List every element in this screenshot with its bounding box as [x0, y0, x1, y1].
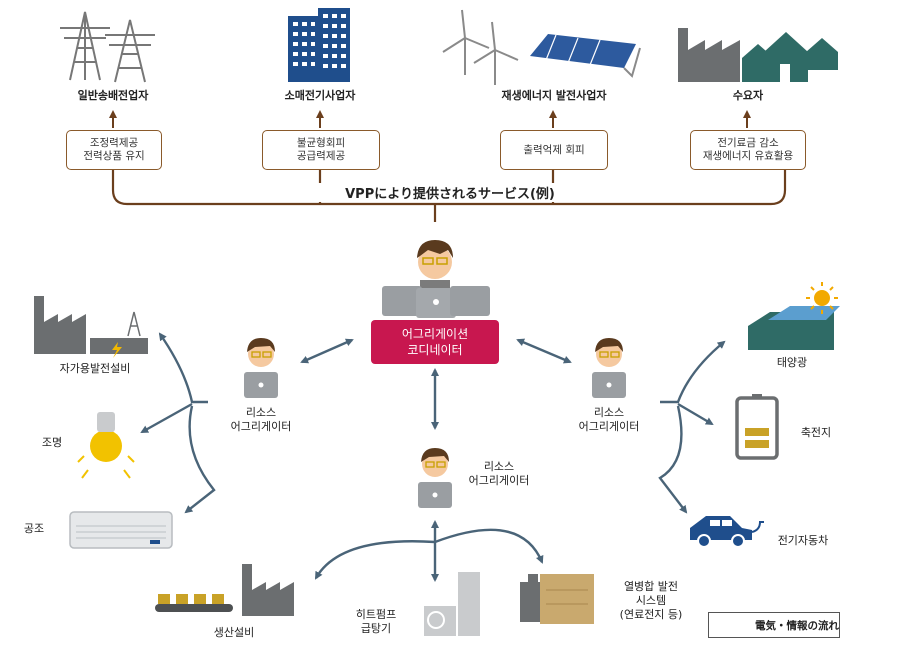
service-line: 공급력제공 — [296, 150, 346, 162]
resource-label-private-generator: 자가용발전설비 — [59, 362, 131, 375]
right-aggregator-person-icon — [592, 338, 626, 398]
factory-icon — [678, 28, 740, 82]
resource-label-battery: 축전지 — [800, 426, 832, 439]
heat-pump-icon — [424, 572, 480, 636]
service-line: 조정력제공 — [89, 137, 139, 149]
solar-house-icon — [748, 282, 840, 350]
light-bulb-icon — [77, 412, 135, 479]
private-generator-icon — [34, 296, 148, 358]
coordination-arrows — [300, 338, 572, 430]
resource-label-cogeneration: 열병합 발전 시스템 (연료전지 등) — [610, 580, 692, 622]
aggregator-line: 어그리게이터 — [230, 420, 292, 433]
heatpump-line: 히트펌프 — [355, 608, 397, 621]
aggregator-line: 리소스 — [483, 460, 515, 473]
house-icon — [742, 32, 838, 82]
service-line: 불균형회피 — [296, 137, 346, 149]
aggregator-line: 어그리게이터 — [468, 474, 530, 487]
cogeneration-line: 열병합 발전 — [623, 580, 679, 593]
service-line: 재생에너지 유효활용 — [702, 150, 794, 162]
cogeneration-line: (연료전지 등) — [619, 608, 683, 621]
legend-box: 電気・情報の流れ — [708, 612, 840, 638]
coordinator-line: 코디네이터 — [407, 343, 463, 357]
service-line: 출력억제 회피 — [523, 143, 585, 156]
resource-label-ev: 전기자동차 — [777, 534, 829, 547]
target-label-retailer: 소매전기사업자 — [284, 89, 356, 102]
legend-label: 電気・情報の流れ — [755, 619, 839, 632]
aggregator-line: 어그리게이터 — [578, 420, 640, 433]
cogeneration-icon — [520, 574, 594, 624]
bottom-resource-arrows — [314, 520, 544, 582]
electric-car-icon — [690, 516, 764, 548]
resource-label-lighting: 조명 — [41, 436, 63, 449]
battery-icon — [735, 394, 779, 460]
coordinator-line: 어그리게이션 — [401, 327, 469, 341]
service-box-renewable: 출력억제 회피 — [500, 130, 608, 170]
air-conditioner-icon — [69, 511, 173, 549]
aggregator-line: 리소스 — [593, 406, 625, 419]
service-line: 전기료금 감소 — [717, 137, 779, 149]
left-aggregator-label: 리소스 어그리게이터 — [218, 406, 304, 434]
aggregation-coordinator-box: 어그리게이션 코디네이터 — [371, 320, 499, 364]
left-aggregator-person-icon — [244, 338, 278, 398]
production-facility-icon — [155, 564, 294, 616]
transmission-tower-icon — [60, 11, 155, 83]
right-aggregator-label: 리소스 어그리게이터 — [566, 406, 652, 434]
resource-label-hvac: 공조 — [23, 522, 45, 535]
cogeneration-line: 시스템 — [635, 594, 667, 607]
target-label-renewable: 재생에너지 발전사업자 — [501, 89, 607, 102]
target-label-consumer: 수요자 — [732, 89, 764, 102]
resource-label-solar: 태양광 — [776, 356, 808, 369]
vpp-services-title: VPPにより提供されるサービス(例) — [300, 183, 600, 202]
center-aggregator-person-icon — [418, 448, 452, 508]
solar-panel-icon — [530, 34, 641, 78]
left-resource-arrows — [140, 332, 216, 514]
right-resource-arrows — [658, 340, 726, 514]
service-arrows — [109, 110, 751, 128]
aggregator-line: 리소스 — [245, 406, 277, 419]
service-line: 전력상품 유지 — [83, 150, 145, 162]
heatpump-line: 급탕기 — [360, 622, 392, 635]
resource-label-production: 생산설비 — [213, 626, 255, 639]
office-building-icon — [288, 8, 350, 82]
center-aggregator-label: 리소스 어그리게이터 — [456, 460, 542, 488]
service-box-grid: 조정력제공 전력상품 유지 — [66, 130, 162, 170]
coordinator-person-icon — [382, 240, 490, 318]
service-box-consumer: 전기료금 감소 재생에너지 유효활용 — [690, 130, 806, 170]
service-box-retail: 불균형회피 공급력제공 — [262, 130, 380, 170]
resource-label-heatpump: 히트펌프 급탕기 — [344, 608, 408, 636]
target-label-grid-operator: 일반송배전업자 — [77, 89, 149, 102]
wind-turbine-icon — [442, 9, 519, 85]
